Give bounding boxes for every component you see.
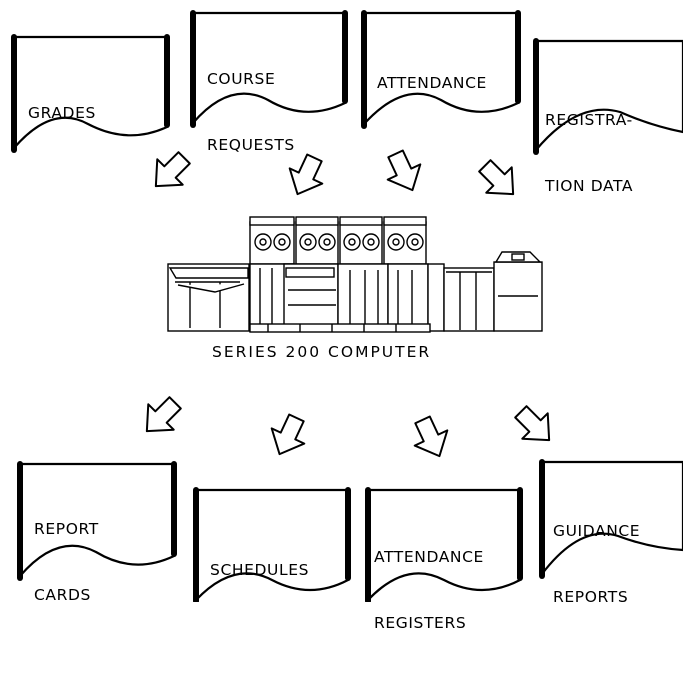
diagram-graphics [11, 10, 683, 602]
document-icon-schedules [193, 487, 351, 602]
output-label-guidance-reports: GUIDANCE REPORTS [553, 476, 640, 652]
label-line: REPORT [34, 520, 99, 538]
label-line: TION DATA [545, 177, 634, 195]
label-line: SCHEDULES [210, 561, 310, 579]
document-icon-grades [11, 34, 170, 153]
input-label-course-requests: COURSE REQUESTS [207, 24, 295, 200]
label-line: REGISTERS [374, 614, 467, 632]
output-label-attendance-registers: ATTENDANCE REGISTERS [374, 502, 484, 678]
label-line: ATTENDANCE [374, 548, 484, 566]
label-line: REPORTS [553, 588, 629, 606]
output-label-schedules: SCHEDULES [210, 515, 309, 625]
output-label-report-cards: REPORT CARDS [34, 474, 99, 650]
hollow-arrow-icon-out-2 [270, 413, 306, 456]
label-line: COURSE [207, 70, 276, 88]
hollow-arrow-icon-out-3 [413, 415, 449, 458]
document-icon-guidance-reports [539, 459, 683, 579]
computer-illustration [167, 216, 543, 333]
input-label-grades: GRADES [28, 58, 96, 168]
label-line: REQUESTS [207, 136, 295, 154]
input-label-attendance: ATTENDANCE [377, 28, 487, 138]
label-line: REGISTRA- [545, 111, 633, 129]
hollow-arrow-icon-in-2 [288, 153, 324, 196]
hollow-arrow-icon-out-1 [145, 396, 182, 433]
document-icon-report-cards [17, 461, 177, 581]
hollow-arrow-icon-out-4 [514, 405, 551, 442]
label-line: CARDS [34, 586, 91, 604]
hollow-arrow-icon-in-1 [154, 151, 191, 188]
document-icon-attendance [361, 10, 521, 129]
hollow-arrow-icon-in-3 [386, 149, 422, 192]
diagram: GRADES COURSE REQUESTS ATTENDANCE REGIST… [11, 10, 683, 632]
label-line: GUIDANCE [553, 522, 641, 540]
computer-caption: SERIES 200 COMPUTER [212, 343, 432, 361]
document-icon-registration-data [533, 38, 683, 155]
hollow-arrow-icon-in-4 [478, 159, 515, 196]
label-line: ATTENDANCE [377, 74, 487, 92]
document-icon-course-requests [190, 10, 348, 128]
label-line: GRADES [28, 104, 96, 122]
document-icon-attendance-registers [365, 487, 523, 602]
input-label-registration-data: REGISTRA- TION DATA [545, 65, 633, 241]
